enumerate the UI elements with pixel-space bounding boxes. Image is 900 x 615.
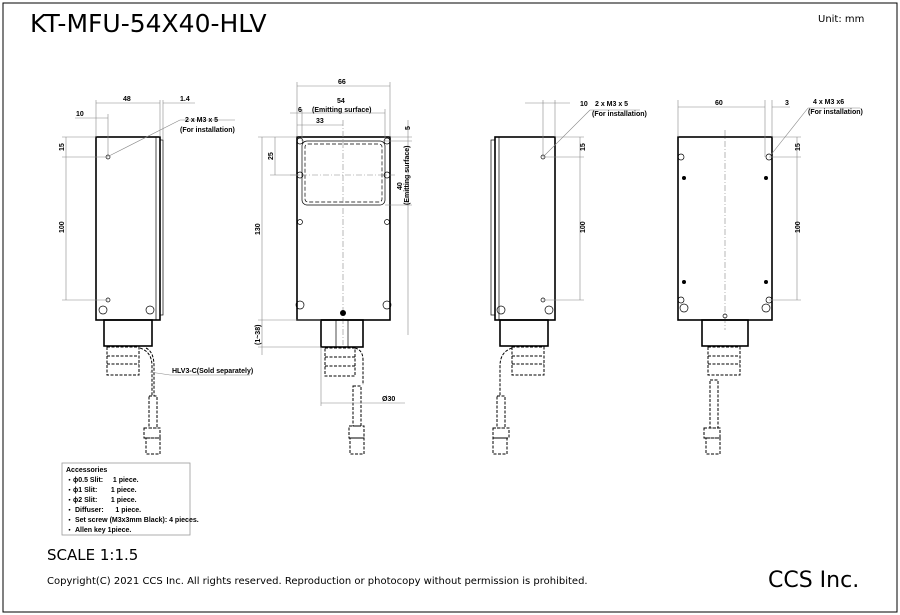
dim-emit-width-sub: (Emitting surface) <box>312 107 372 114</box>
copyright-notice: Copyright(C) 2021 CCS Inc. All rights re… <box>47 576 588 587</box>
dim-width-48: 48 <box>123 96 131 103</box>
front-view: 66 54 (Emitting surface) 6 33 5 40 (Emit… <box>255 79 412 455</box>
dim-emit-height: 40 <box>397 182 404 190</box>
dim-pitch-100: 100 <box>580 221 587 233</box>
dim-top-15: 15 <box>580 143 587 151</box>
dim-emit-width: 54 <box>337 98 345 105</box>
dim-margin-6: 6 <box>298 107 302 114</box>
dim-diameter: Ø30 <box>382 396 395 403</box>
hole-note: 2 x M3 x 5 <box>185 117 218 124</box>
dim-width-60: 60 <box>715 100 723 107</box>
unit-label: Unit: mm <box>818 14 864 25</box>
dim-pitch-100: 100 <box>59 221 66 233</box>
dim-offset-3: 3 <box>785 100 789 107</box>
dim-pitch-100: 100 <box>795 221 802 233</box>
accessory-item: ・ Diffuser: 1 piece. <box>66 507 141 514</box>
accessory-item: ・ Set screw (M3x3mm Black): 4 pieces. <box>66 517 199 524</box>
hole-note-sub: (For installation) <box>592 111 647 118</box>
accessory-item: ・ϕ1 Slit: 1 piece. <box>66 487 137 494</box>
hole-note: 4 x M3 x6 <box>813 99 844 106</box>
dim-offset-1-4: 1.4 <box>180 96 190 103</box>
back-view: 60 3 4 x M3 x6 (For installation) 15 100 <box>677 99 863 455</box>
side-view-left: 48 1.4 10 15 100 2 x M3 x 5 (For install… <box>59 96 253 455</box>
dim-top-15: 15 <box>59 143 66 151</box>
company-name: CCS Inc. <box>768 568 859 593</box>
dim-top-15: 15 <box>795 143 802 151</box>
cable-note: HLV3-C(Sold separately) <box>172 368 253 375</box>
drawing-title: KT-MFU-54X40-HLV <box>30 9 267 38</box>
dim-top-5: 5 <box>405 126 412 130</box>
accessory-item: ・ Allen key 1piece. <box>66 527 131 534</box>
accessory-item: ・ϕ2 Slit: 1 piece. <box>66 497 137 504</box>
dim-hole-x: 10 <box>580 101 588 108</box>
accessories-title: Accessories <box>66 467 107 474</box>
accessories-box: Accessories ・ϕ0.5 Slit: 1 piece. ・ϕ1 Sli… <box>61 462 199 536</box>
dim-height-130: 130 <box>255 223 262 235</box>
side-view-right: 10 2 x M3 x 5 (For installation) 15 100 <box>490 100 647 455</box>
dim-hole-y-25: 25 <box>268 152 275 160</box>
hole-note: 2 x M3 x 5 <box>595 101 628 108</box>
dim-emit-height-sub: (Emitting surface) <box>404 145 411 205</box>
dim-connector: (1~38) <box>255 325 262 345</box>
dim-center-33: 33 <box>316 118 324 125</box>
hole-note-sub: (For installation) <box>808 109 863 116</box>
accessory-item: ・ϕ0.5 Slit: 1 piece. <box>66 477 139 484</box>
dim-hole-x: 10 <box>76 111 84 118</box>
hole-note-sub: (For installation) <box>180 127 235 134</box>
scale-label: SCALE 1:1.5 <box>47 546 138 564</box>
dim-width-66: 66 <box>338 79 346 86</box>
